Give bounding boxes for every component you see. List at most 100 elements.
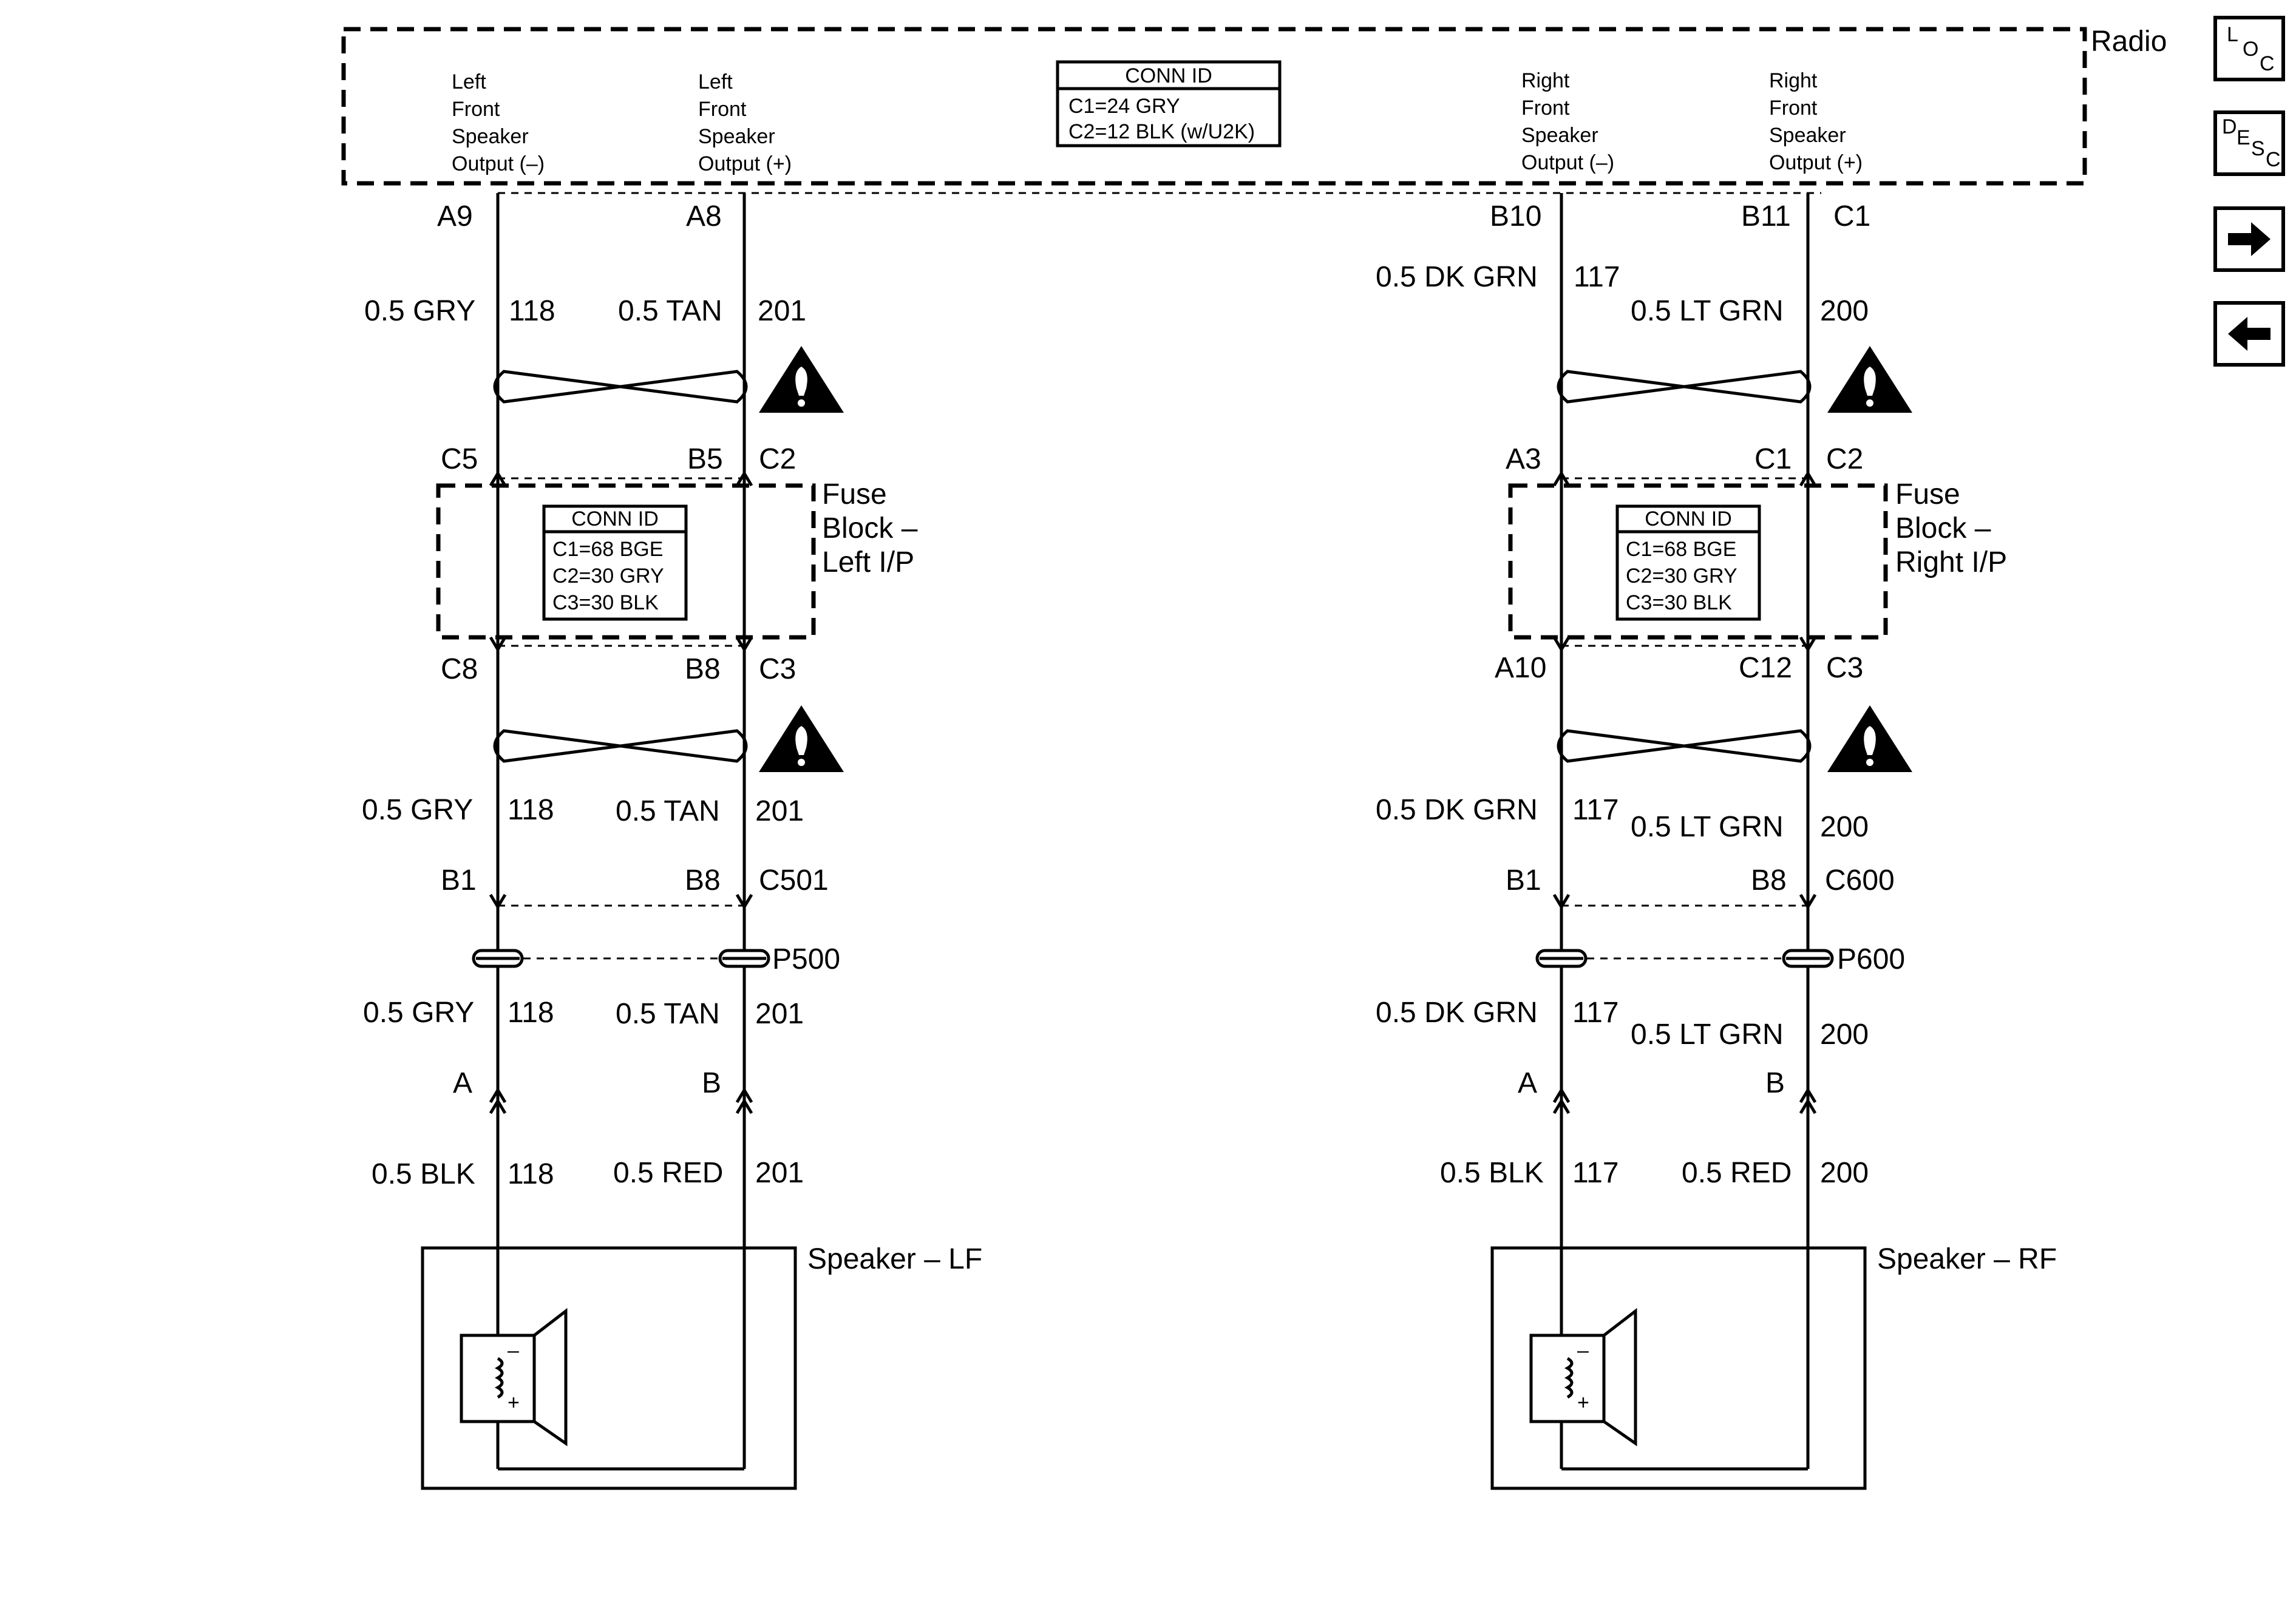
- radio-output-left-neg: Left Front Speaker Output (–): [452, 70, 545, 175]
- connector-c3: C3: [759, 653, 796, 685]
- pin-b: B: [1765, 1067, 1785, 1099]
- desc-letter-e: E: [2237, 126, 2250, 149]
- pin-c8: C8: [441, 653, 478, 685]
- radio-label: Radio: [2091, 25, 2167, 58]
- speaker-minus: –: [1577, 1339, 1589, 1362]
- pin-b8: B8: [685, 864, 721, 897]
- circuit-number: 118: [508, 997, 554, 1029]
- wire-color-label: 0.5 DK GRN: [1376, 261, 1538, 293]
- pin-b: B: [702, 1067, 721, 1099]
- circuit-number: 200: [1820, 295, 1869, 327]
- svg-text:Output (+): Output (+): [1769, 151, 1863, 174]
- svg-text:Left I/P: Left I/P: [822, 546, 914, 578]
- circuit-number: 200: [1820, 811, 1869, 843]
- connector-c2: C2: [1826, 443, 1863, 475]
- pin-b5: B5: [687, 443, 723, 475]
- fuse-block-conn-id-box: [1615, 504, 1761, 621]
- radio-component: Radio Left Front Speaker Output (–) Left…: [341, 25, 2167, 194]
- svg-text:Right I/P: Right I/P: [1895, 546, 2007, 578]
- pin-a9: A9: [437, 200, 473, 232]
- description-button[interactable]: D E S C: [2213, 110, 2285, 176]
- pin-a: A: [453, 1067, 472, 1099]
- svg-text:Fuse: Fuse: [822, 478, 887, 510]
- twisted-pair-symbol: [493, 729, 748, 763]
- radio-conn-id-box: CONN ID C1=24 GRY C2=12 BLK (w/U2K): [1056, 60, 1282, 147]
- svg-text:CONN ID: CONN ID: [1125, 64, 1212, 87]
- wire-color-label: 0.5 GRY: [362, 794, 473, 826]
- desc-letter-s: S: [2251, 137, 2265, 160]
- wire-color-label: 0.5 GRY: [363, 997, 474, 1029]
- svg-text:C2=30 GRY: C2=30 GRY: [552, 564, 664, 588]
- svg-text:Block –: Block –: [822, 512, 918, 544]
- speaker-rf-label: Speaker – RF: [1877, 1243, 2057, 1275]
- twisted-pair-symbol: [1557, 370, 1812, 404]
- pin-a3: A3: [1506, 443, 1541, 475]
- loc-letter-l: L: [2227, 23, 2238, 46]
- connector-c501: C501: [759, 864, 829, 897]
- svg-text:Output (+): Output (+): [698, 152, 792, 175]
- radio-output-right-neg: Right Front Speaker Output (–): [1521, 69, 1614, 174]
- svg-text:Speaker: Speaker: [698, 125, 775, 148]
- arrow-left-icon: [2228, 317, 2271, 351]
- svg-text:Front: Front: [1521, 97, 1570, 120]
- inline-connector-c501: [489, 893, 753, 910]
- speaker-minus: –: [508, 1339, 519, 1362]
- circuit-number: 200: [1820, 1019, 1869, 1051]
- circuit-number: 201: [755, 998, 804, 1030]
- svg-text:Front: Front: [698, 98, 747, 121]
- pin-c5: C5: [441, 443, 478, 475]
- svg-text:C3=30 BLK: C3=30 BLK: [552, 591, 659, 614]
- previous-button[interactable]: [2213, 301, 2285, 367]
- circuit-number: 117: [1574, 261, 1620, 293]
- circuit-number: 117: [1572, 997, 1619, 1029]
- circuit-number: 118: [508, 794, 554, 826]
- svg-text:Left: Left: [698, 70, 733, 93]
- circuit-number: 200: [1820, 1157, 1869, 1189]
- pin-c1: C1: [1754, 443, 1792, 475]
- speaker-lf-label: Speaker – LF: [807, 1243, 982, 1275]
- twisted-pair-symbol: [493, 370, 748, 404]
- svg-text:C3=30 BLK: C3=30 BLK: [1626, 591, 1732, 614]
- svg-text:CONN ID: CONN ID: [571, 507, 659, 531]
- radio-output-left-pos: Left Front Speaker Output (+): [698, 70, 792, 175]
- pin-c12: C12: [1739, 652, 1792, 684]
- warning-icon: [759, 346, 844, 413]
- radio-output-right-pos: Right Front Speaker Output (+): [1769, 69, 1863, 174]
- loc-letter-c: C: [2260, 52, 2275, 75]
- connector-c2: C2: [759, 443, 796, 475]
- wire-color-label: 0.5 LT GRN: [1631, 1019, 1784, 1051]
- wire-color-label: 0.5 DK GRN: [1376, 794, 1538, 826]
- fuse-block-conn-id-box: [542, 504, 688, 621]
- wire-color-label: 0.5 TAN: [616, 795, 720, 827]
- connector-c3: C3: [1826, 652, 1863, 684]
- wire-color-label: 0.5 TAN: [616, 998, 720, 1030]
- pin-a8: A8: [686, 200, 722, 232]
- location-button[interactable]: L O C: [2213, 16, 2285, 81]
- wire-color-label: 0.5 RED: [1682, 1157, 1792, 1189]
- arrow-right-icon: [2228, 222, 2271, 256]
- speaker-plus: +: [1577, 1391, 1589, 1414]
- pin-a10: A10: [1495, 652, 1546, 684]
- svg-text:Fuse: Fuse: [1895, 478, 1960, 510]
- warning-icon: [1827, 705, 1912, 772]
- speaker-lf: – +: [421, 1246, 797, 1490]
- speaker-rf: – +: [1490, 1246, 1867, 1490]
- svg-text:Left: Left: [452, 70, 486, 93]
- svg-text:C1=68 BGE: C1=68 BGE: [552, 538, 663, 561]
- passthrough-p600: P600: [1837, 943, 1905, 975]
- wire-color-label: 0.5 TAN: [618, 295, 722, 327]
- desc-letter-c: C: [2266, 148, 2281, 171]
- wire-color-label: 0.5 DK GRN: [1376, 997, 1538, 1029]
- next-button[interactable]: [2213, 206, 2285, 272]
- svg-text:C1=68 BGE: C1=68 BGE: [1626, 538, 1736, 561]
- wire-color-label: 0.5 LT GRN: [1631, 811, 1784, 843]
- wire-color-label: 0.5 BLK: [372, 1158, 475, 1190]
- svg-text:Output (–): Output (–): [452, 152, 545, 175]
- svg-text:Front: Front: [452, 98, 500, 121]
- radio-outline: [341, 27, 2087, 186]
- circuit-number: 118: [508, 1158, 554, 1190]
- pin-b1: B1: [1506, 864, 1541, 897]
- circuit-number: 117: [1572, 1157, 1619, 1189]
- right-circuit: 0.5 DK GRN 117 0.5 LT GRN 200 A3 C1 C2 C…: [1376, 193, 2057, 1490]
